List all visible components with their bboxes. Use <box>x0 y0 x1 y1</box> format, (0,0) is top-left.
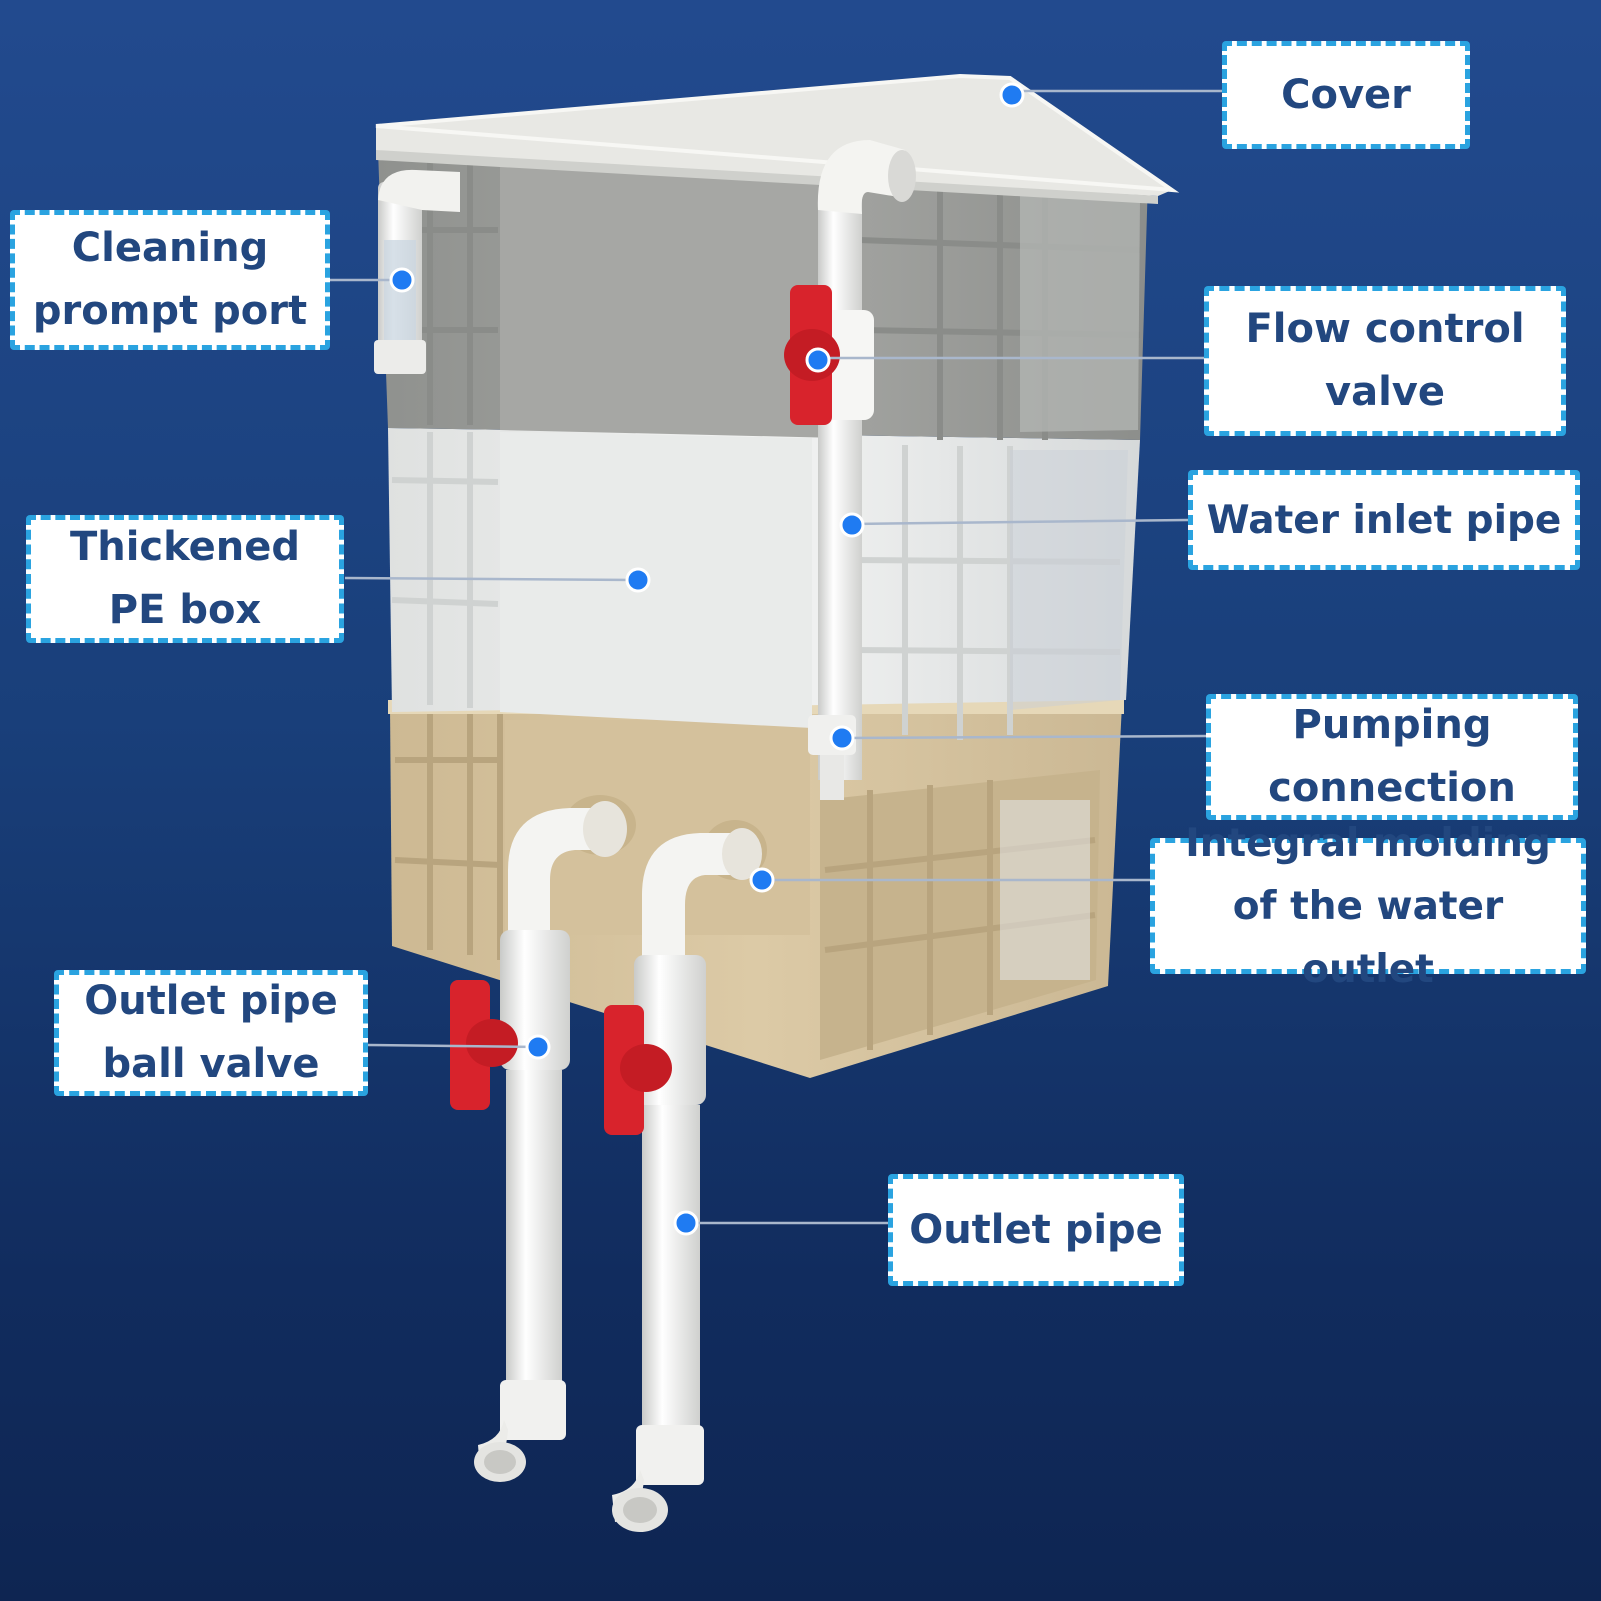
label-flow-control-valve: Flow control valve <box>1204 286 1566 436</box>
label-integral-molding-text: Integral molding of the water outlet <box>1185 820 1551 992</box>
leader-lines <box>330 89 1222 1225</box>
marker-flow-valve <box>805 347 831 373</box>
label-outlet-pipe-text: Outlet pipe <box>909 1206 1163 1253</box>
marker-pe-box <box>625 567 651 593</box>
middle-white-box <box>388 428 1140 740</box>
label-outlet-pipe-ball-valve-text: Outlet pipe ball valve <box>84 978 338 1087</box>
marker-outlet-pipe <box>673 1210 699 1236</box>
leader-line-inlet-pipe <box>851 518 1189 526</box>
marker-inlet-pipe <box>839 512 865 538</box>
label-outlet-pipe: Outlet pipe <box>888 1174 1184 1286</box>
label-pumping-connection: Pumping connection <box>1206 694 1578 820</box>
label-cleaning-prompt-port: Cleaning prompt port <box>10 210 330 350</box>
leader-line-pe-box <box>344 576 639 582</box>
marker-cover <box>999 82 1025 108</box>
top-grey-box <box>378 128 1148 440</box>
label-outlet-pipe-ball-valve: Outlet pipe ball valve <box>54 970 368 1096</box>
label-cover: Cover <box>1222 41 1470 149</box>
marker-ball-valve <box>525 1034 551 1060</box>
label-integral-molding: Integral molding of the water outlet <box>1150 821 1586 992</box>
label-thickened-pe-box-text: Thickened PE box <box>69 524 301 633</box>
outlet-pipe-left <box>450 801 627 1482</box>
label-thickened-pe-box: Thickened PE box <box>26 515 344 643</box>
label-flow-control-valve-text: Flow control valve <box>1245 306 1525 415</box>
leader-line-pumping <box>841 734 1207 740</box>
outlet-pipe-right <box>604 828 762 1532</box>
label-water-inlet-pipe-text: Water inlet pipe <box>1206 497 1562 543</box>
marker-integral-molding <box>749 867 775 893</box>
label-water-inlet-pipe: Water inlet pipe <box>1188 470 1580 570</box>
leader-line-ball-valve <box>367 1043 539 1049</box>
marker-pumping <box>829 725 855 751</box>
label-cover-text: Cover <box>1281 71 1411 118</box>
label-pumping-connection-text: Pumping connection <box>1268 702 1516 811</box>
marker-cleaning-port <box>389 267 415 293</box>
label-cleaning-prompt-port-text: Cleaning prompt port <box>32 225 308 334</box>
marker-dots <box>389 82 1025 1236</box>
